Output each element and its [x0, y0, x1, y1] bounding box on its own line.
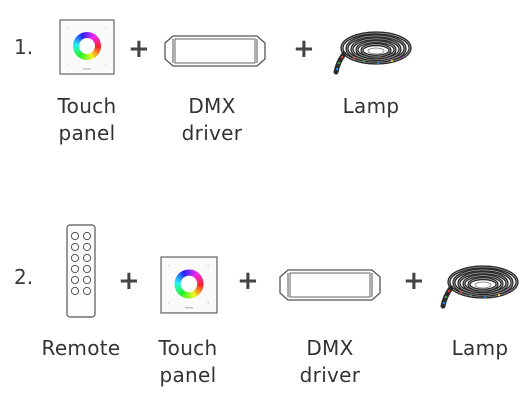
- remote-label: Remote: [41, 336, 121, 360]
- dmx-driver-icon: [164, 35, 266, 67]
- touch-panel-label: Touch panel: [158, 336, 218, 387]
- step-1-number: 1.: [14, 35, 34, 59]
- dmx-driver-icon: [279, 269, 381, 301]
- touch-panel-icon: ◦ ◦ ◦ ◦: [160, 256, 218, 314]
- plus-sign: +: [128, 34, 150, 64]
- svg-text:◦: ◦: [66, 26, 69, 32]
- plus-sign: +: [293, 34, 315, 64]
- svg-text:◦: ◦: [104, 62, 107, 68]
- plus-sign: +: [118, 266, 140, 296]
- remote-control-icon: [66, 224, 96, 318]
- led-strip-lamp-icon: [333, 31, 412, 75]
- svg-text:◦: ◦: [167, 301, 170, 307]
- led-strip-lamp-icon: [440, 265, 519, 309]
- plus-sign: +: [237, 266, 259, 296]
- touch-panel-icon: ◦ ◦ ◦ ◦: [59, 19, 115, 75]
- svg-text:◦: ◦: [207, 263, 210, 269]
- touch-panel-label: Touch panel: [57, 94, 117, 145]
- dmx-driver-label: DMX driver: [299, 336, 361, 387]
- svg-text:◦: ◦: [207, 301, 210, 307]
- dmx-driver-label: DMX driver: [181, 94, 243, 145]
- plus-sign: +: [403, 266, 425, 296]
- lamp-label: Lamp: [451, 336, 509, 360]
- lamp-label: Lamp: [342, 94, 400, 118]
- svg-text:◦: ◦: [66, 62, 69, 68]
- step-2-number: 2.: [14, 265, 34, 289]
- svg-text:◦: ◦: [104, 26, 107, 32]
- svg-text:◦: ◦: [167, 263, 170, 269]
